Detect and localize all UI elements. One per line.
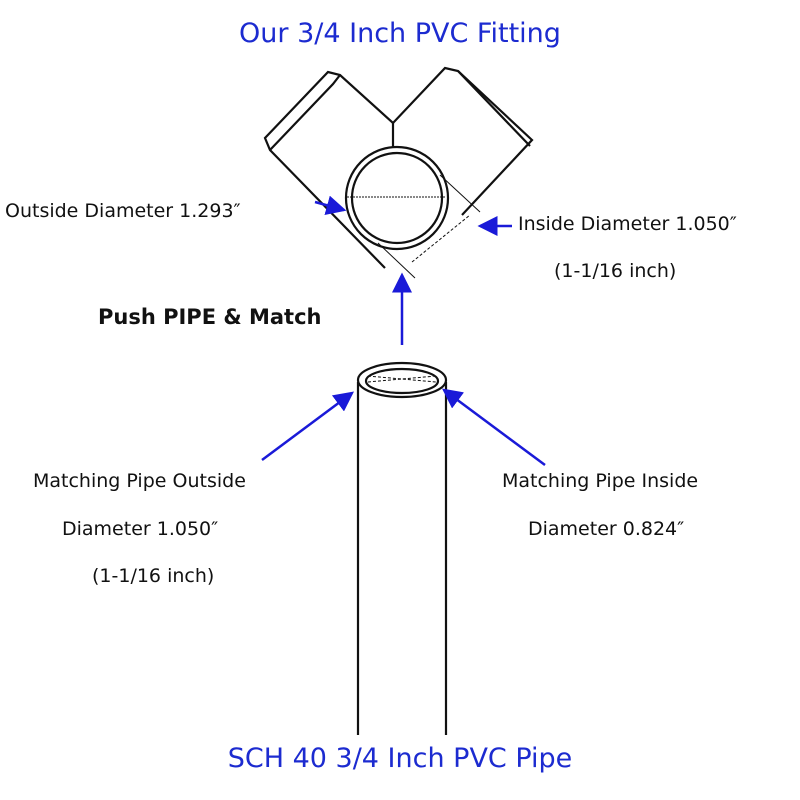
- label-pipe-inside-1: Matching Pipe Inside: [502, 470, 699, 492]
- title-pipe: SCH 40 3/4 Inch PVC Pipe: [227, 743, 573, 774]
- label-pipe-outside-1: Matching Pipe Outside: [33, 470, 246, 492]
- arrow-pipe-outside: [261, 391, 355, 462]
- pvc-fitting-icon: [263, 66, 534, 279]
- pvc-pipe-icon: [356, 361, 448, 735]
- label-pipe-inside-2: Diameter 0.824″: [528, 518, 685, 540]
- title-fitting: Our 3/4 Inch PVC Fitting: [239, 18, 561, 49]
- label-inside-diameter: Inside Diameter 1.050″: [518, 213, 737, 235]
- label-outside-diameter: Outside Diameter 1.293″: [5, 200, 241, 222]
- label-pipe-outside-3: (1-1/16 inch): [92, 565, 215, 587]
- label-push-pipe: Push PIPE & Match: [98, 305, 322, 329]
- label-inside-diameter-fraction: (1-1/16 inch): [554, 260, 677, 282]
- label-pipe-outside-2: Diameter 1.050″: [62, 518, 219, 540]
- arrow-outside-diameter: [314, 195, 347, 215]
- arrow-pipe-inside: [441, 388, 546, 467]
- arrows: [261, 195, 546, 467]
